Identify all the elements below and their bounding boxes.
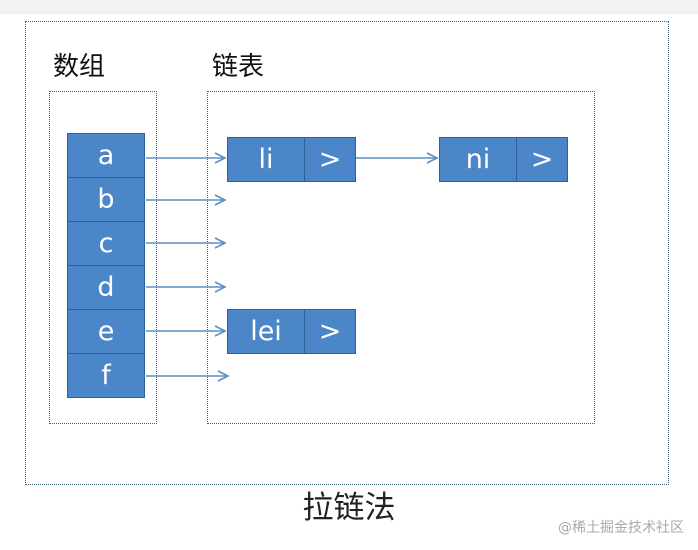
node-li-value: li xyxy=(227,137,305,182)
node-ni-value: ni xyxy=(439,137,517,182)
watermark: @稀土掘金技术社区 xyxy=(558,520,684,536)
caption: 拉链法 xyxy=(302,490,396,526)
node-ni-pointer: > xyxy=(516,137,568,182)
arrow-li-to-ni xyxy=(356,152,439,164)
array-cell-e: e xyxy=(67,309,145,354)
outer-frame xyxy=(25,21,669,485)
array-cell-f: f xyxy=(67,353,145,398)
array-cell-b: b xyxy=(67,177,145,222)
list-frame xyxy=(207,91,595,424)
array-cell-d: d xyxy=(67,265,145,310)
arrow-a-to-li xyxy=(146,152,227,164)
top-bar xyxy=(0,0,698,14)
arrow-c xyxy=(146,237,227,249)
node-lei-pointer: > xyxy=(304,309,356,354)
arrow-d xyxy=(146,281,227,293)
node-lei-value: lei xyxy=(227,309,305,354)
array-title: 数组 xyxy=(53,52,106,82)
array-frame xyxy=(49,91,157,424)
arrow-f xyxy=(146,370,230,382)
node-li-pointer: > xyxy=(304,137,356,182)
list-title: 链表 xyxy=(212,52,265,82)
arrow-e-to-lei xyxy=(146,325,227,337)
arrow-b xyxy=(146,194,227,206)
